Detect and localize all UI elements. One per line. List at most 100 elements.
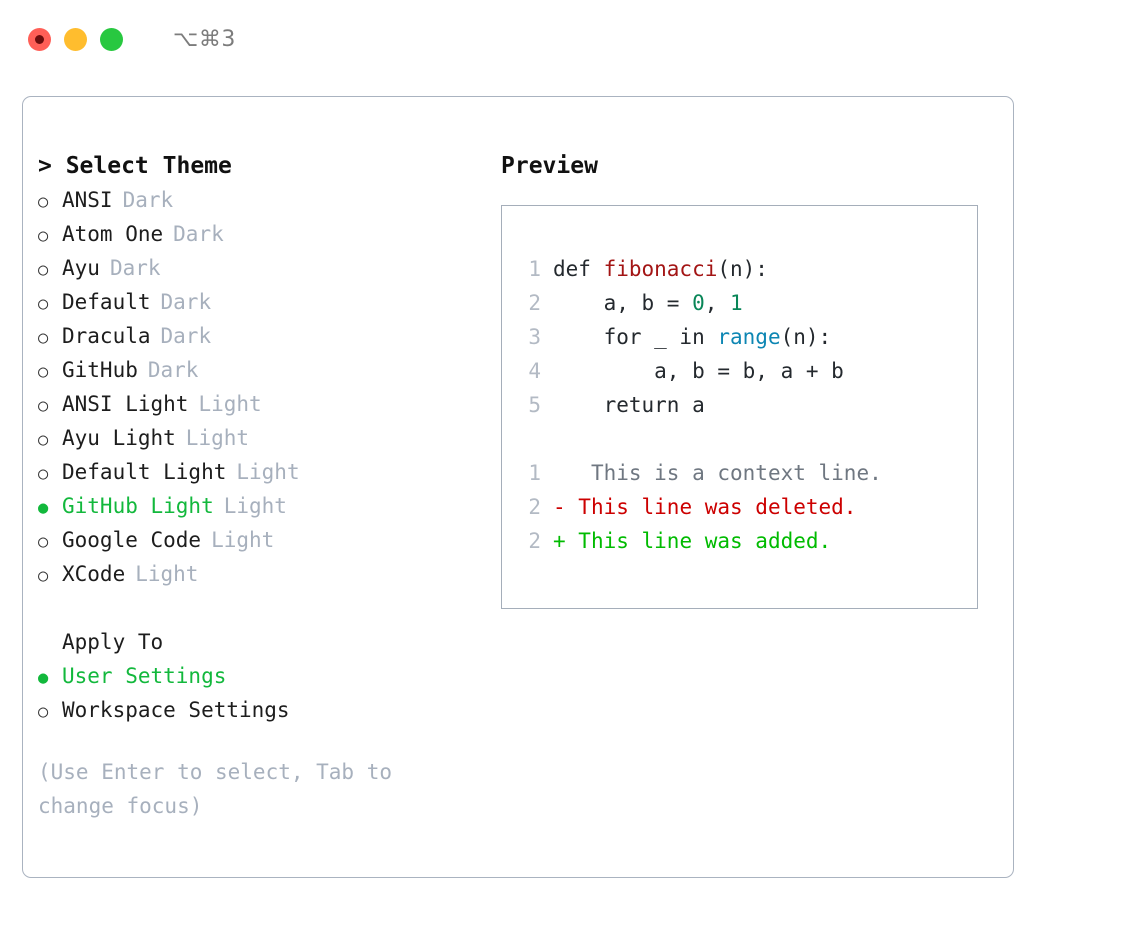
- theme-option-ayu-light[interactable]: ○ Ayu Light Light: [38, 421, 478, 455]
- radio-unselected-icon: ○: [38, 294, 49, 314]
- preview-heading: Preview: [501, 153, 598, 179]
- theme-option-label: Google Code: [62, 528, 202, 552]
- theme-option-label: Ayu Light: [62, 426, 176, 450]
- code-token: return a: [553, 393, 705, 417]
- code-token: a, b =: [553, 291, 693, 315]
- theme-option-dracula[interactable]: ○ Dracula Dark: [38, 319, 478, 353]
- code-line-text: return a: [553, 388, 705, 422]
- code-line: 2 a, b = 0, 1: [515, 286, 971, 320]
- theme-option-label: Ayu: [62, 256, 100, 280]
- apply-to-option-workspace-settings[interactable]: ○Workspace Settings: [38, 693, 478, 727]
- code-line-number: 5: [528, 393, 541, 417]
- theme-option-tag: Dark: [109, 256, 161, 280]
- code-line-text: a, b = b, a + b: [553, 354, 844, 388]
- diff-line-text: This is a context line.: [565, 461, 882, 485]
- theme-option-label: GitHub Light: [62, 494, 214, 518]
- radio-selected-icon: ●: [38, 668, 49, 688]
- code-line-number: 2: [528, 291, 541, 315]
- code-token: (n):: [780, 325, 832, 349]
- diff-line-text: This line was deleted.: [565, 495, 857, 519]
- apply-to-option-user-settings[interactable]: ● User Settings: [38, 659, 478, 693]
- code-line-number: 4: [528, 359, 541, 383]
- code-token: ,: [704, 291, 731, 315]
- code-line-text: for _ in range(n):: [553, 320, 832, 354]
- minimize-button[interactable]: [64, 27, 87, 51]
- theme-option-ayu[interactable]: ○ Ayu Dark: [38, 251, 478, 285]
- diff-line-text: This line was added.: [565, 529, 832, 553]
- theme-option-github-light[interactable]: ● GitHub Light Light: [38, 489, 478, 523]
- theme-option-tag: Dark: [160, 324, 212, 348]
- theme-option-tag: Light: [223, 494, 287, 518]
- code-token: a, b = b, a + b: [553, 359, 844, 383]
- theme-option-tag: Light: [135, 562, 199, 586]
- maximize-button[interactable]: [100, 27, 123, 51]
- theme-option-tag: Dark: [160, 290, 212, 314]
- keyboard-shortcut-label: ⌥⌘3: [173, 26, 236, 52]
- theme-option-default-light[interactable]: ○ Default Light Light: [38, 455, 478, 489]
- radio-unselected-icon: ○: [38, 192, 49, 212]
- apply-to-list[interactable]: ● User Settings ○Workspace Settings: [38, 659, 478, 727]
- code-line-text: a, b = 0, 1: [553, 286, 743, 320]
- theme-option-label: XCode: [62, 562, 126, 586]
- diff-sample: 1 This is a context line.2- This line wa…: [515, 456, 971, 558]
- theme-option-label: Default: [62, 290, 151, 314]
- code-line: 5 return a: [515, 388, 971, 422]
- code-token: 1: [730, 291, 743, 315]
- code-line-text: def fibonacci(n):: [553, 252, 768, 286]
- code-line: 3 for _ in range(n):: [515, 320, 971, 354]
- radio-unselected-icon: ○: [38, 328, 49, 348]
- diff-marker: [553, 456, 566, 490]
- theme-option-default[interactable]: ○ Default Dark: [38, 285, 478, 319]
- code-token: def: [553, 257, 604, 281]
- apply-to-heading: Apply To: [62, 630, 164, 654]
- radio-unselected-icon: ○: [38, 260, 49, 280]
- title-bar: ⌥⌘3: [0, 0, 1140, 78]
- radio-unselected-icon: ○: [38, 464, 49, 484]
- theme-option-tag: Light: [198, 392, 262, 416]
- close-button[interactable]: [28, 27, 51, 51]
- theme-option-tag: Light: [236, 460, 300, 484]
- code-token: for _ in: [553, 325, 718, 349]
- theme-option-tag: Dark: [122, 188, 174, 212]
- code-token: (n):: [717, 257, 768, 281]
- theme-option-label: Default Light: [62, 460, 227, 484]
- apply-to-option-label: User Settings: [62, 664, 227, 688]
- diff-line-number: 2: [528, 529, 541, 553]
- theme-option-label: ANSI Light: [62, 392, 189, 416]
- theme-option-ansi[interactable]: ○ ANSI Dark: [38, 183, 478, 217]
- theme-option-label: Dracula: [62, 324, 151, 348]
- diff-marker: +: [553, 529, 566, 553]
- theme-option-label: ANSI: [62, 188, 113, 212]
- theme-option-label: GitHub: [62, 358, 138, 382]
- diff-line-ctx: 1 This is a context line.: [515, 456, 971, 490]
- code-token: range: [717, 325, 781, 349]
- code-line: 4 a, b = b, a + b: [515, 354, 971, 388]
- keyboard-hint-text: (Use Enter to select, Tab to change focu…: [38, 760, 393, 818]
- code-diff-separator: [515, 422, 971, 456]
- code-line: 1 def fibonacci(n):: [515, 252, 971, 286]
- code-token: fibonacci: [603, 257, 718, 281]
- radio-unselected-icon: ○: [38, 226, 49, 246]
- radio-unselected-icon: ○: [38, 430, 49, 450]
- diff-line-add: 2 + This line was added.: [515, 524, 971, 558]
- radio-selected-icon: ●: [38, 498, 49, 518]
- theme-option-tag: Light: [211, 528, 275, 552]
- list-spacer: [38, 591, 478, 625]
- diff-marker: -: [553, 495, 566, 519]
- window-controls: [28, 27, 123, 51]
- diff-line-number: 1: [528, 461, 541, 485]
- theme-option-label: Atom One: [62, 222, 164, 246]
- code-line-number: 1: [528, 257, 541, 281]
- diff-line-del: 2- This line was deleted.: [515, 490, 971, 524]
- theme-option-tag: Light: [185, 426, 250, 450]
